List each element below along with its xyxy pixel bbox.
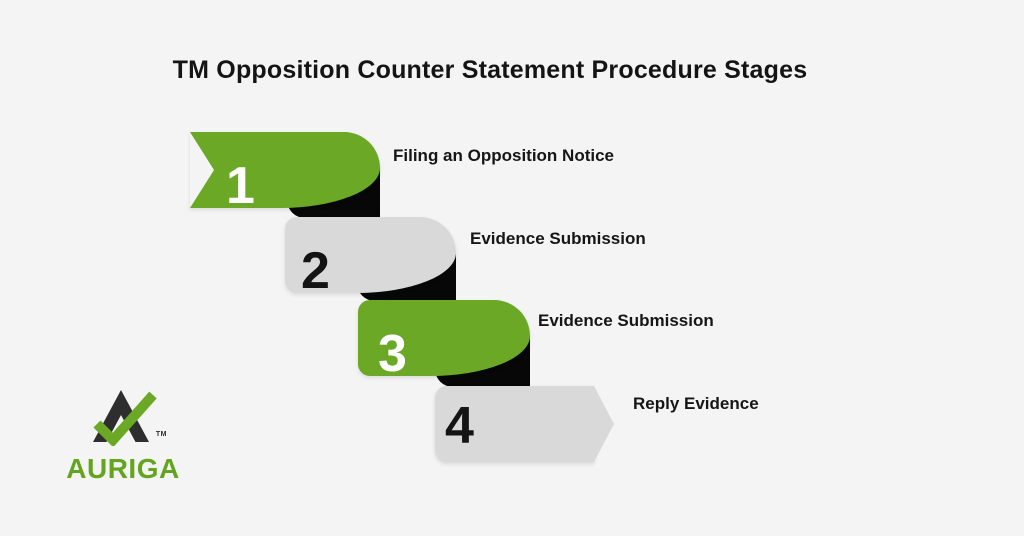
brand-name: AURIGA [66, 453, 180, 484]
auriga-check-mark-icon [93, 390, 157, 448]
stage-1-label: Filing an Opposition Notice [393, 146, 614, 165]
stage-1-banner: 1 [190, 132, 380, 212]
stage-1-number: 1 [226, 157, 255, 215]
page-title: TM Opposition Counter Statement Procedur… [172, 56, 808, 84]
stage-2-label: Evidence Submission [470, 229, 646, 248]
stage-3-label: Evidence Submission [538, 311, 714, 330]
stage-3-number: 3 [378, 325, 407, 383]
stage-4-label: Reply Evidence [633, 394, 759, 413]
stage-3-banner: 3 [358, 300, 530, 380]
auriga-mark: TM [85, 388, 166, 448]
check-stroke [93, 391, 157, 448]
trademark-symbol: TM [155, 431, 167, 438]
stage-4-banner: 4 [435, 386, 614, 462]
auriga-logo: TM AURIGA [60, 388, 186, 485]
stage-2-number: 2 [301, 242, 330, 300]
ribbon-notch [190, 132, 214, 208]
stage-2-banner: 2 [285, 217, 456, 297]
stage-4-number: 4 [445, 397, 474, 455]
